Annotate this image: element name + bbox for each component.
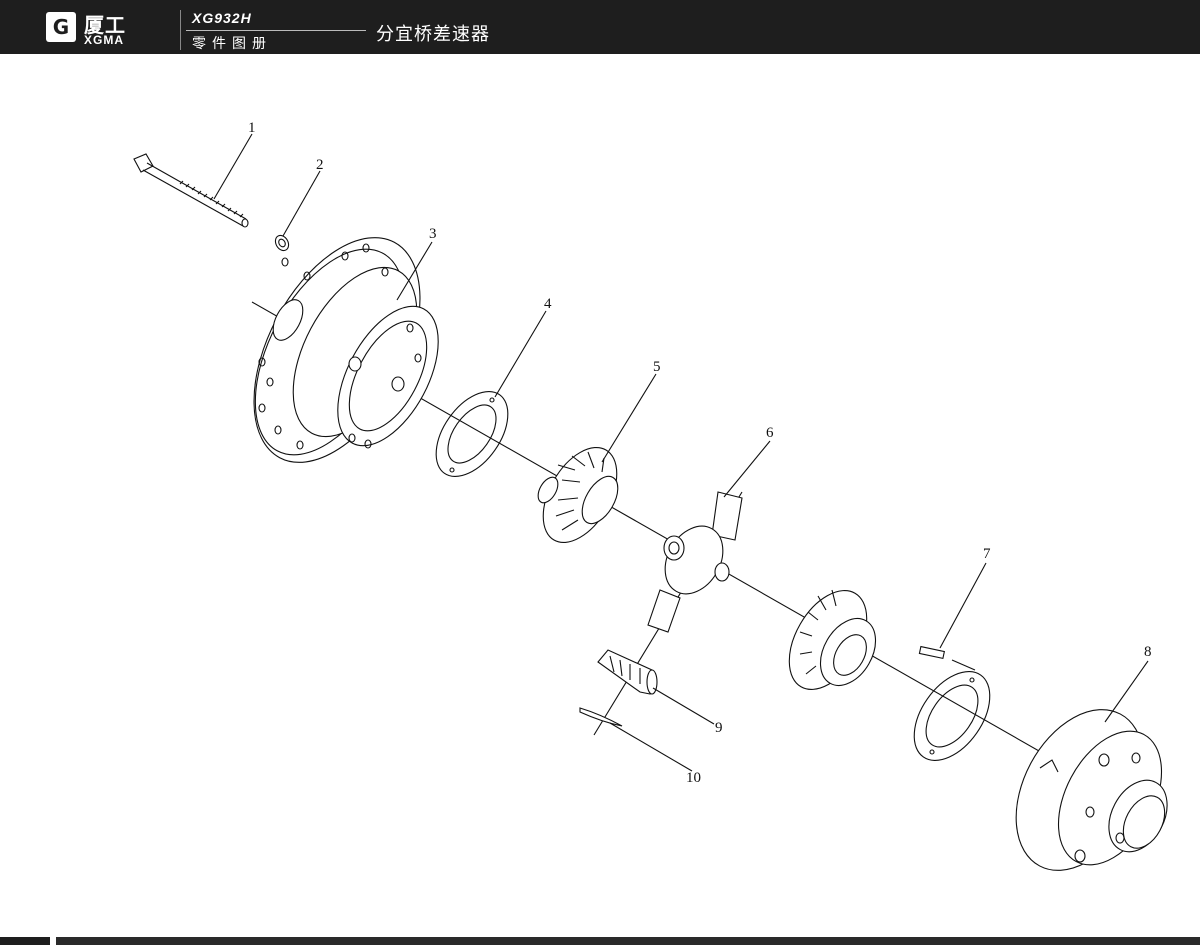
- page-title: 分宜桥差速器: [376, 24, 490, 45]
- washer-icon: [274, 234, 290, 252]
- callout-8: 8: [1144, 644, 1152, 660]
- differential-case-right-icon: [1015, 709, 1168, 871]
- header-bar: G 厦工 XGMA XG932H 零件图册 分宜桥差速器: [0, 0, 1200, 54]
- logo-letter: G: [52, 15, 70, 39]
- pin-icon: [918, 645, 946, 660]
- header-rule: [186, 30, 366, 31]
- brand-name-en: XGMA: [84, 33, 124, 47]
- callout-7: 7: [983, 546, 991, 562]
- side-gear-icon: [537, 446, 619, 544]
- differential-case-left-icon: [253, 237, 439, 463]
- callout-1: 1: [248, 120, 256, 136]
- thrust-washer-icon: [435, 390, 509, 478]
- cross-shaft-icon: [647, 491, 743, 633]
- spherical-washer-icon: [579, 707, 623, 727]
- callout-3: 3: [429, 226, 437, 242]
- callout-10: 10: [686, 770, 701, 786]
- callout-6: 6: [766, 425, 774, 441]
- callout-2: 2: [316, 157, 324, 173]
- logo-icon: G: [46, 12, 76, 42]
- callout-5: 5: [653, 359, 661, 375]
- header-divider: [180, 10, 181, 50]
- callout-9: 9: [715, 720, 723, 736]
- planet-gear-icon: [597, 649, 658, 695]
- callout-4: 4: [544, 296, 552, 312]
- brand-name-cn: 厦工: [84, 13, 126, 37]
- model-number: XG932H: [192, 10, 252, 26]
- thrust-washer-right-icon: [913, 671, 991, 761]
- leader-lines: [213, 133, 1149, 772]
- bolt-icon: [133, 153, 249, 228]
- catalog-label: 零件图册: [192, 36, 272, 52]
- footer-bar-left: [0, 937, 50, 945]
- callout-labels: 1 2 3 4 5 6 7 8 9 10: [248, 120, 1152, 786]
- footer-bar: [56, 937, 1200, 945]
- side-gear-right-icon: [788, 589, 877, 690]
